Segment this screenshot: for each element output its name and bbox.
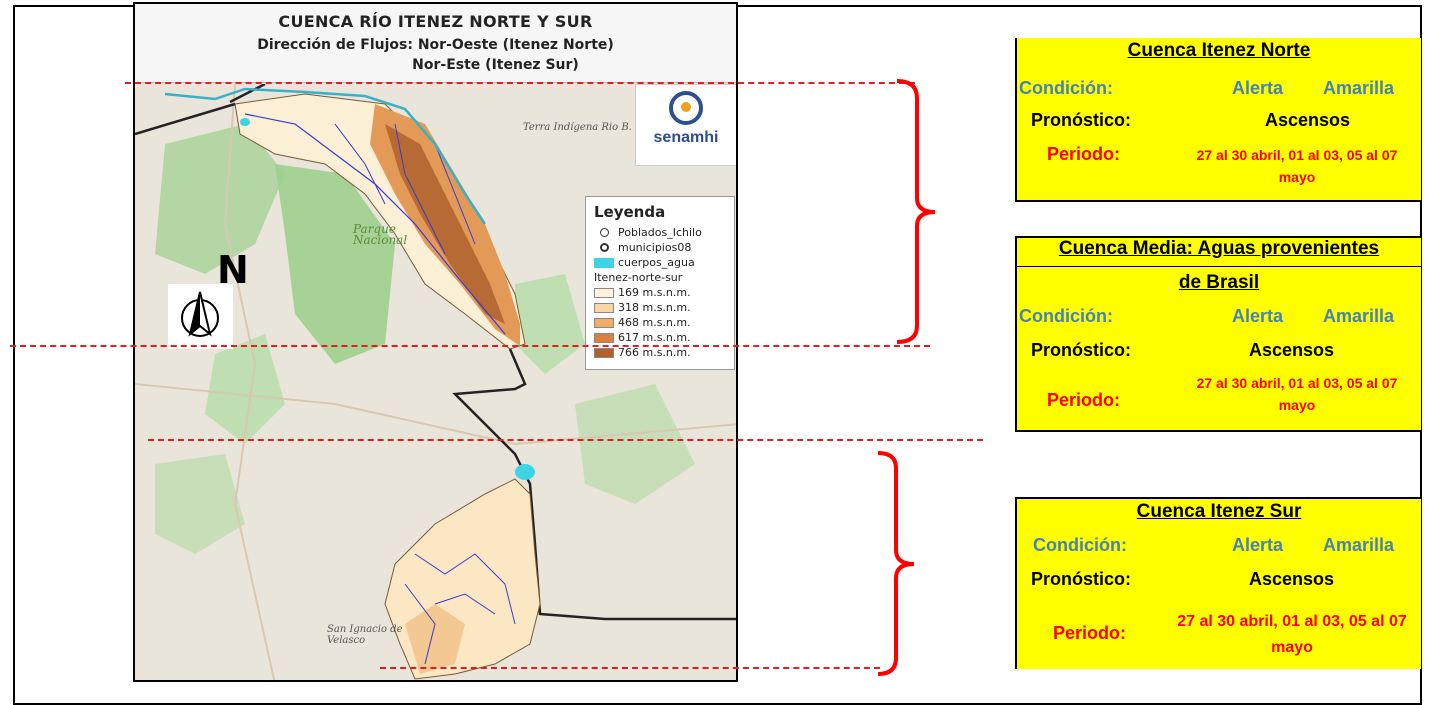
legend-item-label: Poblados_Ichilo	[618, 226, 702, 239]
period-label: Periodo:	[1053, 623, 1127, 643]
divider-north-top	[125, 82, 915, 84]
bracket-north	[896, 79, 936, 344]
condition-value: Alerta	[1232, 535, 1284, 555]
legend-swatch	[594, 317, 614, 328]
basin-map: CUENCA RÍO ITENEZ NORTE Y SUR Dirección …	[133, 2, 738, 682]
legend-item-label: municipios08	[618, 241, 692, 254]
period-value: 27 al 30 abril, 01 al 03, 05 al 07 mayo	[1196, 147, 1398, 185]
card-title: Cuenca Media: Aguas provenientes	[1058, 238, 1380, 259]
condition-label: Condición:	[1033, 535, 1127, 555]
forest-area	[155, 124, 285, 274]
title-underline	[1017, 266, 1421, 267]
period-value: 27 al 30 abril, 01 al 03, 05 al 07 mayo	[1196, 375, 1398, 413]
place-label: Parque Nacional	[353, 222, 408, 247]
legend-item-label: 468 m.s.n.m.	[618, 316, 691, 329]
forecast-value: Ascensos	[1265, 110, 1351, 130]
border-line	[135, 84, 266, 136]
condition-value: Alerta	[1232, 78, 1284, 98]
legend-swatch	[594, 302, 614, 313]
condition-value: Alerta	[1232, 306, 1284, 326]
condition-label: Condición:	[1019, 306, 1113, 326]
forest-area	[205, 334, 285, 444]
period-label: Periodo:	[1047, 390, 1121, 410]
water-body	[240, 118, 250, 126]
bracket-south	[877, 451, 915, 676]
legend-item: Poblados_Ichilo	[594, 225, 734, 240]
condition-value: Amarilla	[1323, 306, 1395, 326]
map-subtitle-flow-south: Nor-Este (Itenez Sur)	[412, 57, 579, 73]
road	[223, 84, 276, 680]
basin-itenez-sur-mid	[405, 604, 465, 674]
main-river	[164, 87, 487, 225]
national-park-area	[275, 164, 395, 364]
card-title: Cuenca Itenez Sur	[1136, 501, 1302, 522]
basin-itenez-norte-high	[385, 124, 505, 324]
period-value: 27 al 30 abril, 01 al 03, 05 al 07 mayo	[1177, 613, 1407, 656]
map-title: CUENCA RÍO ITENEZ NORTE Y SUR	[278, 12, 593, 31]
forest-area	[155, 454, 245, 554]
legend-item: 169 m.s.n.m.	[594, 285, 734, 300]
forecast-value: Ascensos	[1249, 340, 1335, 360]
legend-swatch	[594, 257, 614, 268]
forecast-label: Pronóstico:	[1031, 340, 1132, 360]
divider-south-top	[148, 439, 983, 441]
ring-icon	[594, 243, 614, 253]
card-cuenca-media: Cuenca Media: Aguas provenientes de Bras…	[1015, 236, 1421, 432]
legend-title: Leyenda	[594, 203, 666, 221]
logo-text: senamhi	[653, 129, 719, 146]
divider-south-bottom	[380, 667, 880, 669]
place-label: San Ignacio de Velasco	[327, 624, 403, 646]
legend-item: 766 m.s.n.m.	[594, 345, 734, 360]
legend-swatch	[594, 332, 614, 343]
card-itenez-sur: Cuenca Itenez Sur Condición: Alerta Amar…	[1015, 497, 1421, 669]
legend-item-label: cuerpos_agua	[618, 256, 695, 269]
legend-swatch	[594, 347, 614, 358]
card-title-line2: de Brasil	[1178, 272, 1260, 293]
legend-swatch	[594, 287, 614, 298]
legend-group-header: Itenez-norte-sur	[594, 270, 734, 285]
divider-north-bottom	[10, 345, 930, 347]
legend-item-label: 318 m.s.n.m.	[618, 301, 691, 314]
legend-item: 468 m.s.n.m.	[594, 315, 734, 330]
border-line	[452, 348, 736, 621]
legend-item-label: 617 m.s.n.m.	[618, 331, 691, 344]
legend-item: cuerpos_agua	[594, 255, 734, 270]
senamhi-logo: senamhi	[635, 84, 736, 166]
forecast-value: Ascensos	[1249, 569, 1335, 589]
legend-item: 617 m.s.n.m.	[594, 330, 734, 345]
senamhi-logo-icon	[669, 91, 703, 125]
forest-area	[515, 274, 585, 374]
legend-item: 318 m.s.n.m.	[594, 300, 734, 315]
card-itenez-norte: Cuenca Itenez Norte Condición: Alerta Am…	[1015, 38, 1421, 202]
road	[135, 383, 736, 446]
map-legend: Leyenda Poblados_Ichilo municipios08 cue…	[585, 196, 735, 370]
water-body	[515, 464, 535, 480]
condition-label: Condición:	[1019, 78, 1113, 98]
legend-item-label: 169 m.s.n.m.	[618, 286, 691, 299]
north-arrow-icon	[168, 284, 233, 349]
map-subtitle-flow-north: Dirección de Flujos: Nor-Oeste (Itenez N…	[257, 37, 614, 53]
legend-item-label: Itenez-norte-sur	[594, 271, 683, 284]
period-label: Periodo:	[1047, 144, 1121, 164]
condition-value: Amarilla	[1323, 535, 1395, 555]
forecast-label: Pronóstico:	[1031, 569, 1132, 589]
map-header: CUENCA RÍO ITENEZ NORTE Y SUR Dirección …	[135, 4, 736, 83]
river	[404, 553, 516, 665]
legend-item-label: 766 m.s.n.m.	[618, 346, 691, 359]
place-label: Terra Indígena Rio B. Guaporé	[523, 122, 679, 133]
river	[334, 123, 476, 255]
forecast-label: Pronóstico:	[1031, 110, 1132, 130]
condition-value: Amarilla	[1323, 78, 1395, 98]
map-canvas	[135, 84, 736, 680]
forest-area	[575, 384, 695, 504]
card-title: Cuenca Itenez Norte	[1127, 40, 1311, 61]
dot-icon	[594, 228, 614, 238]
legend-item: municipios08	[594, 240, 734, 255]
